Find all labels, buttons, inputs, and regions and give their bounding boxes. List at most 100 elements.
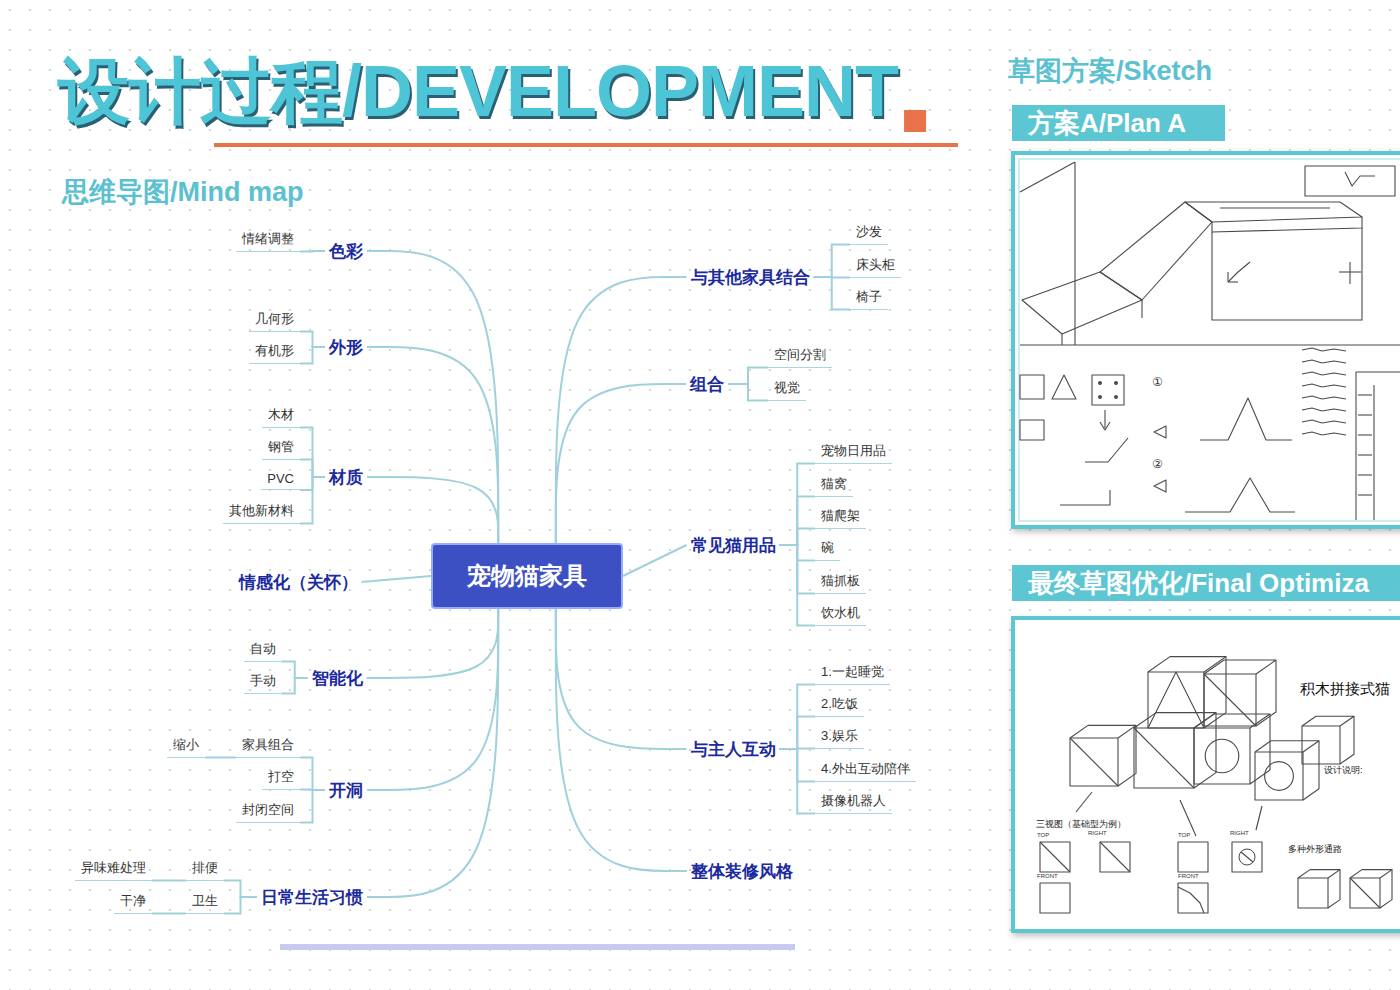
sketch-annotation: TOP bbox=[1037, 832, 1049, 839]
sketch-annotation: RIGHT bbox=[1088, 830, 1107, 837]
node-text: 卫生 bbox=[192, 893, 218, 908]
fold-diagram-2 bbox=[1185, 478, 1295, 512]
leader-line bbox=[1256, 806, 1262, 830]
node-text: 其他新材料 bbox=[229, 503, 294, 518]
orthographic-view bbox=[1178, 883, 1208, 913]
leaf-topic: 床头柜 bbox=[850, 255, 901, 278]
leaf-topic: 自动 bbox=[244, 639, 282, 662]
leaf-topic: 打空 bbox=[262, 767, 300, 790]
sketch-annotation: FRONT bbox=[1037, 873, 1058, 880]
block-side bbox=[1380, 870, 1392, 908]
block-front bbox=[1070, 738, 1118, 786]
usage-icon bbox=[1020, 375, 1044, 399]
motion-arrow bbox=[1227, 272, 1228, 282]
leaf-topic: 碗 bbox=[815, 538, 840, 561]
view-arc bbox=[1178, 887, 1204, 913]
mindmap-branch-line bbox=[780, 717, 816, 750]
mindmap-branch-line bbox=[556, 609, 687, 871]
leaf-topic: 饮水机 bbox=[815, 603, 866, 626]
mindmap-branch-line bbox=[300, 460, 325, 478]
handwriting-stroke bbox=[1302, 408, 1346, 411]
table-line bbox=[1355, 372, 1356, 520]
motion-arrow bbox=[1228, 262, 1250, 282]
leaf-topic: 缩小 bbox=[167, 735, 205, 758]
mindmap-branch-line bbox=[814, 277, 851, 310]
branch-topic: 与其他家具结合 bbox=[687, 264, 814, 291]
leaf-topic: 猫爬架 bbox=[815, 506, 866, 529]
sketch-panel-inner bbox=[1019, 159, 1400, 521]
table-line bbox=[1358, 454, 1372, 455]
sketch-annotation: FRONT bbox=[1178, 873, 1199, 880]
node-text: 整体装修风格 bbox=[691, 862, 793, 881]
block-top bbox=[1204, 660, 1276, 674]
bottom-bar bbox=[280, 944, 795, 950]
usage-icon-dot bbox=[1098, 381, 1102, 385]
table-line bbox=[1358, 434, 1372, 435]
leaf-topic: 排便 bbox=[186, 858, 224, 881]
branch-topic: 日常生活习惯 bbox=[257, 884, 367, 911]
node-text: 钢管 bbox=[268, 439, 294, 454]
branch-topic: 组合 bbox=[686, 371, 728, 398]
block-diagonal bbox=[1070, 738, 1118, 786]
node-text: 与主人互动 bbox=[691, 740, 776, 759]
seat-leg bbox=[1141, 300, 1142, 318]
node-text: 碗 bbox=[821, 540, 834, 555]
usage-icon bbox=[1052, 375, 1076, 399]
mindmap-branch-line bbox=[282, 678, 308, 694]
handwriting-stroke bbox=[1302, 432, 1346, 435]
leaf-topic: 异味难处理 bbox=[75, 858, 152, 881]
sketch-annotation: ② bbox=[1152, 458, 1163, 472]
node-text: 日常生活习惯 bbox=[261, 888, 363, 907]
leaf-topic: 卫生 bbox=[186, 891, 224, 914]
block-triangle bbox=[1148, 672, 1204, 728]
block-front bbox=[1134, 728, 1194, 788]
branch-topic: 与主人互动 bbox=[687, 736, 780, 763]
handwriting-stroke bbox=[1302, 348, 1346, 351]
mindmap-branch-line bbox=[780, 749, 816, 814]
direction-arrow bbox=[1154, 426, 1166, 438]
seat-block bbox=[1022, 272, 1142, 334]
orthographic-view bbox=[1232, 842, 1262, 872]
sketch-panel bbox=[1013, 618, 1400, 931]
leaf-topic: 家具组合 bbox=[236, 735, 300, 758]
mindmap-branch-line bbox=[728, 368, 768, 385]
block-top bbox=[1148, 657, 1226, 672]
node-text: 几何形 bbox=[255, 311, 294, 326]
usage-icon-dot bbox=[1098, 395, 1102, 399]
mindmap-branch-line bbox=[367, 609, 499, 678]
mindmap-branch-line bbox=[556, 609, 687, 749]
node-text: 情绪调整 bbox=[242, 231, 294, 246]
leaf-topic: 封闭空间 bbox=[236, 800, 300, 823]
node-text: 宠物日用品 bbox=[821, 443, 886, 458]
sketch-annotation: 设计说明: bbox=[1324, 765, 1363, 775]
section-banner: 方案A/Plan A bbox=[1012, 105, 1225, 141]
leaf-topic: 手动 bbox=[244, 671, 282, 694]
mindmap-branch-line bbox=[367, 609, 498, 897]
node-text: 4.外出互动陪伴 bbox=[821, 761, 910, 776]
mindmap-branch-line bbox=[300, 332, 325, 348]
wall-edge bbox=[1020, 162, 1075, 192]
block-diagonal bbox=[1350, 878, 1380, 908]
mindmap-branch-line bbox=[300, 250, 325, 253]
slot-line bbox=[1220, 207, 1330, 208]
side-panel bbox=[1212, 228, 1362, 320]
mindmap-branch-line bbox=[814, 245, 851, 278]
block-diagonal bbox=[1134, 728, 1194, 788]
mindmap-branch-line bbox=[780, 529, 816, 546]
view-diagonal bbox=[1100, 842, 1130, 872]
mindmap-branch-line bbox=[780, 497, 816, 546]
node-text: 沙发 bbox=[856, 224, 882, 239]
handwriting-stroke bbox=[1302, 384, 1346, 387]
node-text: 1.一起睡觉 bbox=[821, 664, 884, 679]
leaf-topic: 其他新材料 bbox=[223, 501, 300, 524]
block-front bbox=[1298, 878, 1328, 908]
view-diagonal bbox=[1241, 852, 1253, 862]
leaf-topic: 木材 bbox=[262, 405, 300, 428]
node-text: 猫窝 bbox=[821, 476, 847, 491]
mindmap-branch-line bbox=[300, 790, 325, 823]
node-text: 椅子 bbox=[856, 289, 882, 304]
branch-topic: 外形 bbox=[325, 334, 367, 361]
mindmap-branch-line bbox=[282, 662, 308, 679]
node-text: 常见猫用品 bbox=[691, 536, 776, 555]
